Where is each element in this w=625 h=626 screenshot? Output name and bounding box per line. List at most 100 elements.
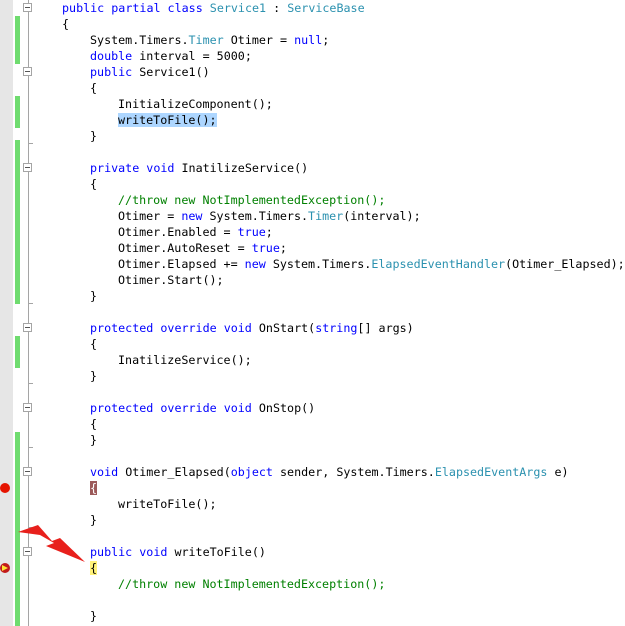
code-line[interactable]: { xyxy=(90,480,98,496)
code-token: Otimer = xyxy=(223,33,295,47)
current-statement-arrow-icon xyxy=(0,563,10,573)
code-token: InatilizeService() xyxy=(174,161,309,175)
code-token: } xyxy=(90,289,98,303)
code-token: public xyxy=(90,65,133,79)
code-token: interval = 5000; xyxy=(132,49,252,63)
code-token: ElapsedEventArgs xyxy=(434,465,548,479)
code-line[interactable]: { xyxy=(90,560,98,576)
code-line[interactable]: { xyxy=(90,176,97,192)
collapse-icon[interactable] xyxy=(23,67,32,76)
code-token: void xyxy=(90,465,119,479)
code-token: Timer xyxy=(308,209,344,223)
change-bar xyxy=(15,140,20,304)
indicator-margin[interactable] xyxy=(0,0,13,626)
code-token: } xyxy=(90,433,98,447)
collapse-icon[interactable] xyxy=(23,547,32,556)
code-line[interactable]: //throw new NotImplementedException(); xyxy=(118,192,385,208)
code-token: ; xyxy=(322,33,330,47)
code-token: new xyxy=(181,209,203,223)
code-token: ; xyxy=(279,241,287,255)
code-line[interactable]: void Otimer_Elapsed(object sender, Syste… xyxy=(90,464,569,480)
code-line[interactable]: Otimer.Enabled = true; xyxy=(118,224,273,240)
code-line[interactable]: { xyxy=(90,80,97,96)
collapse-icon[interactable] xyxy=(23,467,32,476)
code-token: writeToFile() xyxy=(167,545,266,559)
code-token: Otimer.Elapsed += xyxy=(118,257,245,271)
code-line[interactable]: private void InatilizeService() xyxy=(90,160,308,176)
change-bar xyxy=(15,336,20,368)
outline-end-tick xyxy=(28,383,33,384)
code-line[interactable]: protected override void OnStart(string[]… xyxy=(90,320,414,336)
code-line[interactable]: } xyxy=(90,128,97,144)
code-line[interactable]: Otimer.AutoReset = true; xyxy=(118,240,287,256)
collapse-icon[interactable] xyxy=(23,323,32,332)
code-token: Otimer.Start(); xyxy=(118,273,224,287)
code-line[interactable]: } xyxy=(90,288,97,304)
change-bar xyxy=(15,432,20,626)
collapse-icon[interactable] xyxy=(23,163,32,172)
code-line[interactable]: public void writeToFile() xyxy=(90,544,266,560)
code-line[interactable]: InatilizeService(); xyxy=(118,352,252,368)
code-token: } xyxy=(90,609,98,623)
code-token: //throw new NotImplementedException(); xyxy=(118,577,386,591)
code-line[interactable]: System.Timers.Timer Otimer = null; xyxy=(90,32,329,48)
code-token: ; xyxy=(265,225,273,239)
code-line[interactable]: } xyxy=(90,368,97,384)
code-token: OnStop() xyxy=(251,401,316,415)
code-token: private void xyxy=(90,161,175,175)
collapse-icon[interactable] xyxy=(23,3,32,12)
outlining-line xyxy=(28,0,29,626)
code-token: Otimer_Elapsed( xyxy=(118,465,231,479)
code-line[interactable]: public Service1() xyxy=(90,64,210,80)
code-token: Otimer.AutoReset = xyxy=(118,241,252,255)
code-line[interactable]: public partial class Service1 : ServiceB… xyxy=(62,0,365,16)
code-line[interactable]: protected override void OnStop() xyxy=(90,400,315,416)
change-bar xyxy=(15,16,20,64)
code-line[interactable]: writeToFile(); xyxy=(118,496,217,512)
code-line[interactable]: double interval = 5000; xyxy=(90,48,252,64)
code-line[interactable]: } xyxy=(90,512,97,528)
code-token: true xyxy=(237,225,266,239)
collapse-icon[interactable] xyxy=(23,403,32,412)
code-token: Timer xyxy=(188,33,224,47)
code-token: string xyxy=(315,321,358,335)
code-line[interactable]: Otimer = new System.Timers.Timer(interva… xyxy=(118,208,421,224)
code-line[interactable]: { xyxy=(62,16,69,32)
code-token: { xyxy=(90,177,98,191)
code-token: writeToFile(); xyxy=(118,497,217,511)
code-token: e) xyxy=(547,465,569,479)
code-line[interactable]: { xyxy=(90,416,97,432)
code-token: InatilizeService(); xyxy=(118,353,252,367)
code-line[interactable]: } xyxy=(90,608,97,624)
code-token: (interval); xyxy=(343,209,421,223)
code-line[interactable]: //throw new NotImplementedException(); xyxy=(118,576,385,592)
code-token: new xyxy=(244,257,266,271)
code-line[interactable]: Otimer.Start(); xyxy=(118,272,224,288)
breakpoint-icon[interactable] xyxy=(0,483,10,493)
code-token: protected override void xyxy=(90,321,252,335)
code-token: true xyxy=(251,241,280,255)
code-token: object xyxy=(230,465,273,479)
code-line[interactable]: writeToFile(); xyxy=(118,112,217,128)
code-token: Service1 xyxy=(209,1,267,15)
code-token: Otimer.Enabled = xyxy=(118,225,238,239)
code-token: } xyxy=(90,129,98,143)
code-line[interactable]: { xyxy=(90,336,97,352)
code-token: { xyxy=(90,481,98,495)
code-token: InitializeComponent(); xyxy=(118,97,273,111)
code-token: null xyxy=(294,33,323,47)
change-bar xyxy=(15,96,20,128)
code-line[interactable]: } xyxy=(90,432,97,448)
code-token: public void xyxy=(90,545,168,559)
code-token: } xyxy=(90,369,98,383)
code-line[interactable]: Otimer.Elapsed += new System.Timers.Elap… xyxy=(118,256,625,272)
code-line[interactable]: InitializeComponent(); xyxy=(118,96,273,112)
code-token: public partial class xyxy=(62,1,210,15)
outline-end-tick xyxy=(28,527,33,528)
code-token: Otimer = xyxy=(118,209,182,223)
code-token: //throw new NotImplementedException(); xyxy=(118,193,386,207)
code-token: ElapsedEventHandler xyxy=(371,257,506,271)
code-token: ServiceBase xyxy=(287,1,365,15)
code-token: [] args) xyxy=(357,321,414,335)
